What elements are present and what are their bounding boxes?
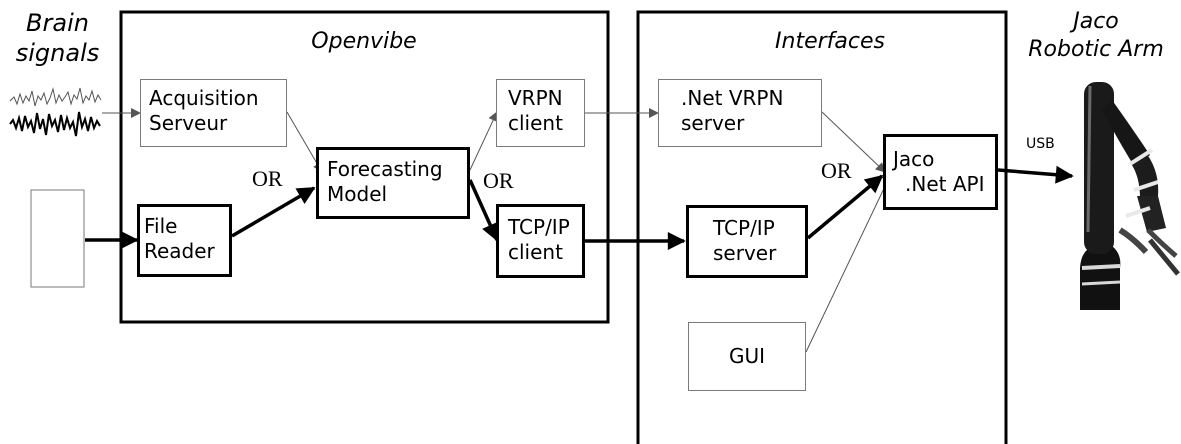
gui-node: GUI — [688, 322, 806, 391]
acquisition-serveur-node: Acquisition Serveur — [140, 79, 287, 147]
jaco-robotic-arm-label: Jaco Robotic Arm — [1028, 9, 1164, 62]
brain-signal-wave-2 — [9, 111, 101, 137]
openvibe-label: Openvibe — [311, 29, 417, 54]
interfaces-container — [636, 10, 1008, 444]
arrow-forecasting-to-vrpn — [469, 111, 498, 171]
brain-signals-label: Brain signals — [15, 9, 100, 67]
jaco-net-api-node: Jaco .Net API — [883, 134, 998, 210]
input-device-box — [30, 189, 85, 288]
usb-label: USB — [1026, 136, 1055, 152]
or-label-right: OR — [821, 158, 852, 183]
vrpn-client-node: VRPN client — [496, 79, 585, 147]
tcp-ip-client-node: TCP/IP client — [496, 204, 585, 278]
arrow-gui-to-jaco — [805, 179, 889, 353]
arrow-file-reader-to-forecasting — [231, 186, 316, 238]
openvibe-container — [119, 10, 610, 324]
or-label-left: OR — [252, 166, 283, 191]
net-vrpn-server-node: .Net VRPN server — [658, 79, 822, 147]
brain-signal-wave-1 — [9, 87, 102, 107]
arrow-netvrpn-to-jaco — [821, 111, 886, 173]
interfaces-label: Interfaces — [775, 29, 885, 54]
arrow-forecasting-to-tcp-client — [468, 179, 499, 242]
file-reader-node: File Reader — [137, 204, 232, 277]
jaco-robotic-arm-image — [1080, 82, 1180, 310]
forecasting-model-node: Forecasting Model — [316, 147, 470, 219]
or-label-mid: OR — [483, 168, 514, 193]
arrow-tcp-server-to-jaco — [806, 174, 884, 240]
arrow-jaco-to-robot-usb — [997, 165, 1074, 184]
tcp-ip-server-node: TCP/IP server — [686, 205, 808, 278]
